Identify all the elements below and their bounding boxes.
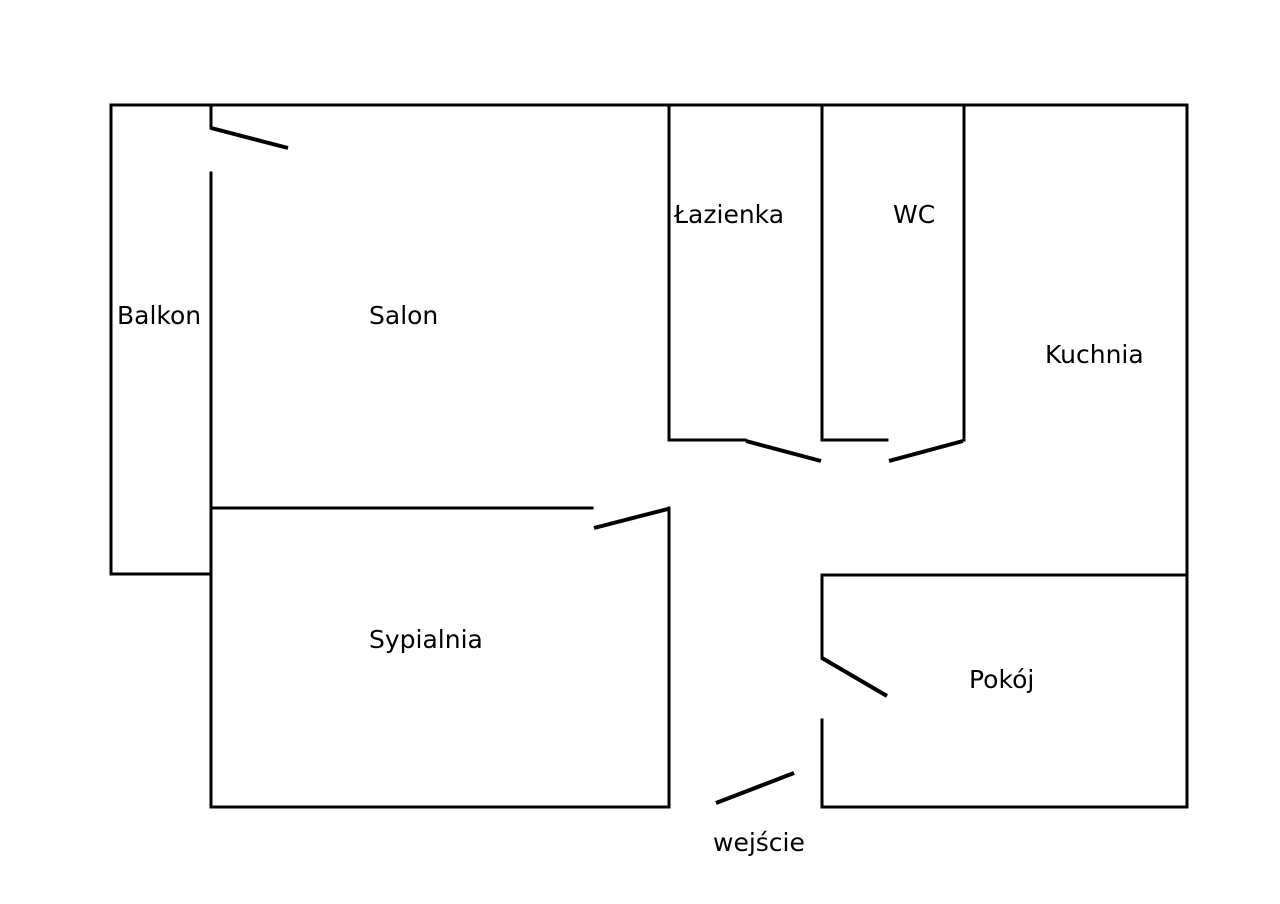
door-entrance [715,771,795,805]
door-balkon [210,126,289,150]
walls [109,103,1189,809]
label-sypialnia: Sypialnia [369,625,483,654]
room-labels: Balkon Salon Łazienka WC Kuchnia Sypialn… [117,200,1144,857]
door-sypialnia [593,507,669,530]
label-pokoj: Pokój [969,665,1034,694]
label-salon: Salon [369,301,438,330]
doors [210,126,964,805]
door-pokoj [820,656,889,698]
label-wc: WC [893,200,935,229]
label-balkon: Balkon [117,301,201,330]
label-kuchnia: Kuchnia [1045,340,1144,369]
door-wc [888,439,964,463]
door-lazienka [745,439,822,463]
label-lazienka: Łazienka [673,200,784,229]
label-entrance: wejście [713,828,805,857]
